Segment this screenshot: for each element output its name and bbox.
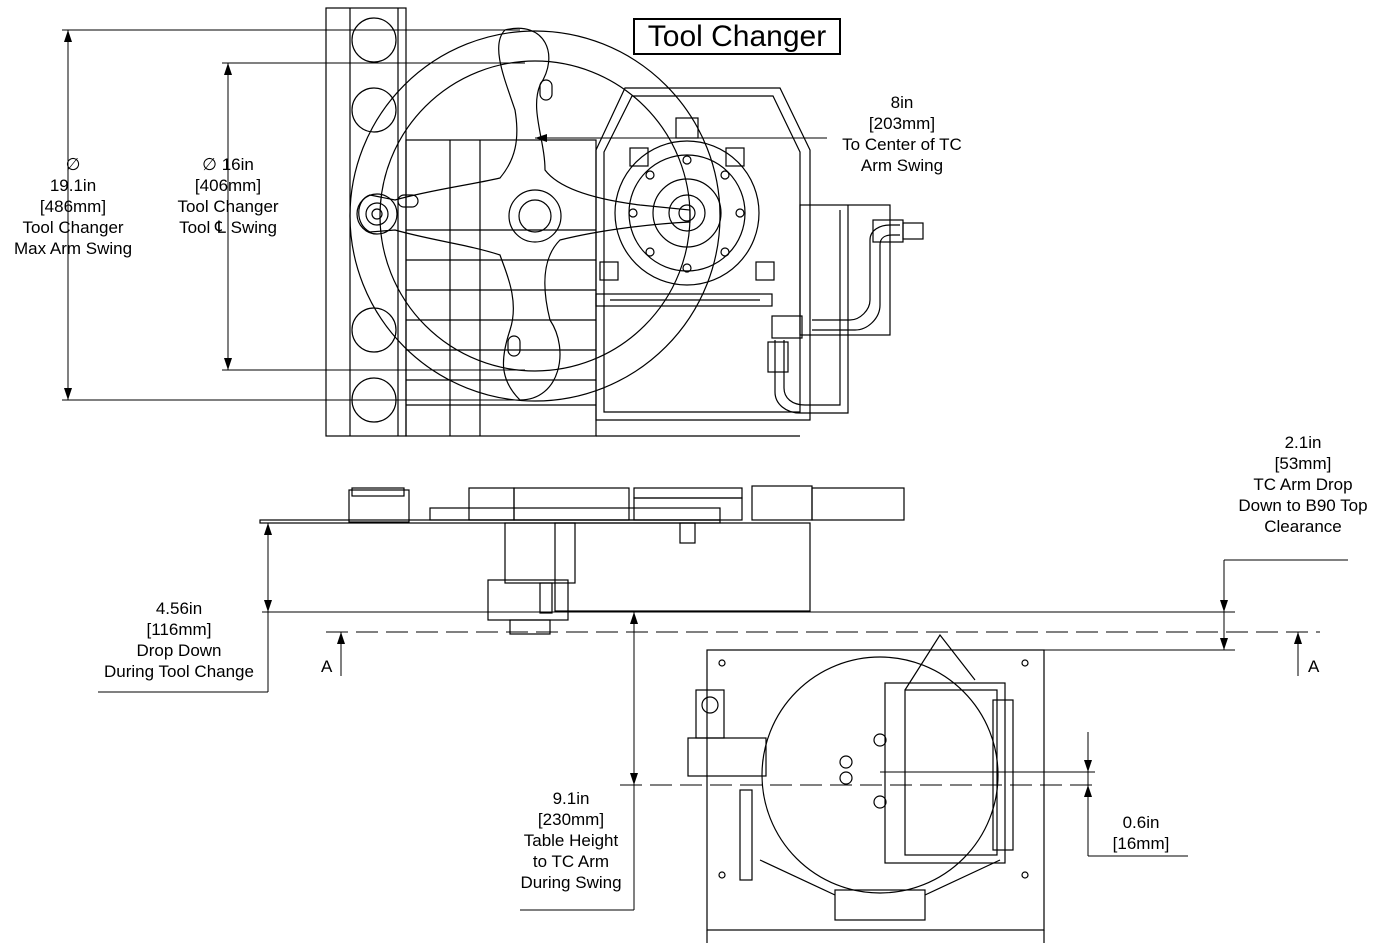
dim-drop-down: 4.56in 116mm Drop Down During Tool Chang…: [96, 598, 262, 682]
section-marker-right: A: [1308, 657, 1320, 676]
dim-caption: Arm Swing: [860, 156, 944, 175]
dim-metric: 116mm: [96, 619, 262, 640]
dim-metric: 230mm: [512, 809, 630, 830]
dim-value: 2.1in: [1284, 433, 1322, 452]
dim-value: 9.1in: [552, 789, 590, 808]
dim-tool-cl-swing: ∅ 16in 406mm Tool Changer Tool ℄ Swing: [165, 154, 291, 238]
dim-value: 4.56in: [155, 599, 203, 618]
top-view: [325, 7, 924, 437]
dimension-lines: [62, 29, 1348, 911]
diameter-symbol: ∅: [65, 155, 81, 174]
dim-caption: Drop Down: [136, 641, 222, 660]
dim-caption: During Tool Change: [104, 662, 254, 681]
dim-caption: Max Arm Swing: [13, 239, 133, 258]
section-marker-left: A: [321, 657, 333, 676]
dim-caption: During Swing: [520, 873, 622, 892]
dim-metric: 406mm: [165, 175, 291, 196]
dim-value: 0.6in: [1122, 813, 1160, 832]
dim-caption: Tool Changer: [177, 197, 279, 216]
dim-caption: Tool ℄ Swing: [179, 218, 277, 237]
dim-value: 19.1in: [49, 176, 97, 195]
dim-caption: Down to B90 Top: [1238, 496, 1368, 515]
dim-metric: 16mm: [1098, 833, 1184, 854]
dim-caption: Table Height: [523, 831, 619, 850]
side-view: [259, 485, 905, 635]
diameter-symbol: ∅: [202, 155, 217, 174]
dim-table-height: 9.1in 230mm Table Height to TC Arm Durin…: [512, 788, 630, 893]
drawing-title: Tool Changer: [633, 18, 841, 55]
dim-center-tc-arm: 8in 203mm To Center of TC Arm Swing: [832, 92, 972, 176]
dim-caption: Tool Changer: [22, 218, 124, 237]
dim-value: 16in: [221, 155, 254, 174]
arrowheads: [64, 30, 1302, 797]
dim-caption: TC Arm Drop: [1253, 475, 1353, 494]
table-view: [687, 633, 1045, 943]
dim-metric: 53mm: [1228, 453, 1378, 474]
dim-metric: 486mm: [8, 196, 138, 217]
dim-metric: 203mm: [832, 113, 972, 134]
dim-arm-drop-clearance: 2.1in 53mm TC Arm Drop Down to B90 Top C…: [1228, 432, 1378, 537]
dim-offset: 0.6in 16mm: [1098, 812, 1184, 854]
dim-caption: Clearance: [1264, 517, 1342, 536]
dim-caption: To Center of TC: [842, 135, 962, 154]
dim-caption: to TC Arm: [532, 852, 610, 871]
dim-value: 8in: [890, 93, 914, 112]
dim-max-arm-swing: ∅ 19.1in 486mm Tool Changer Max Arm Swin…: [8, 154, 138, 259]
